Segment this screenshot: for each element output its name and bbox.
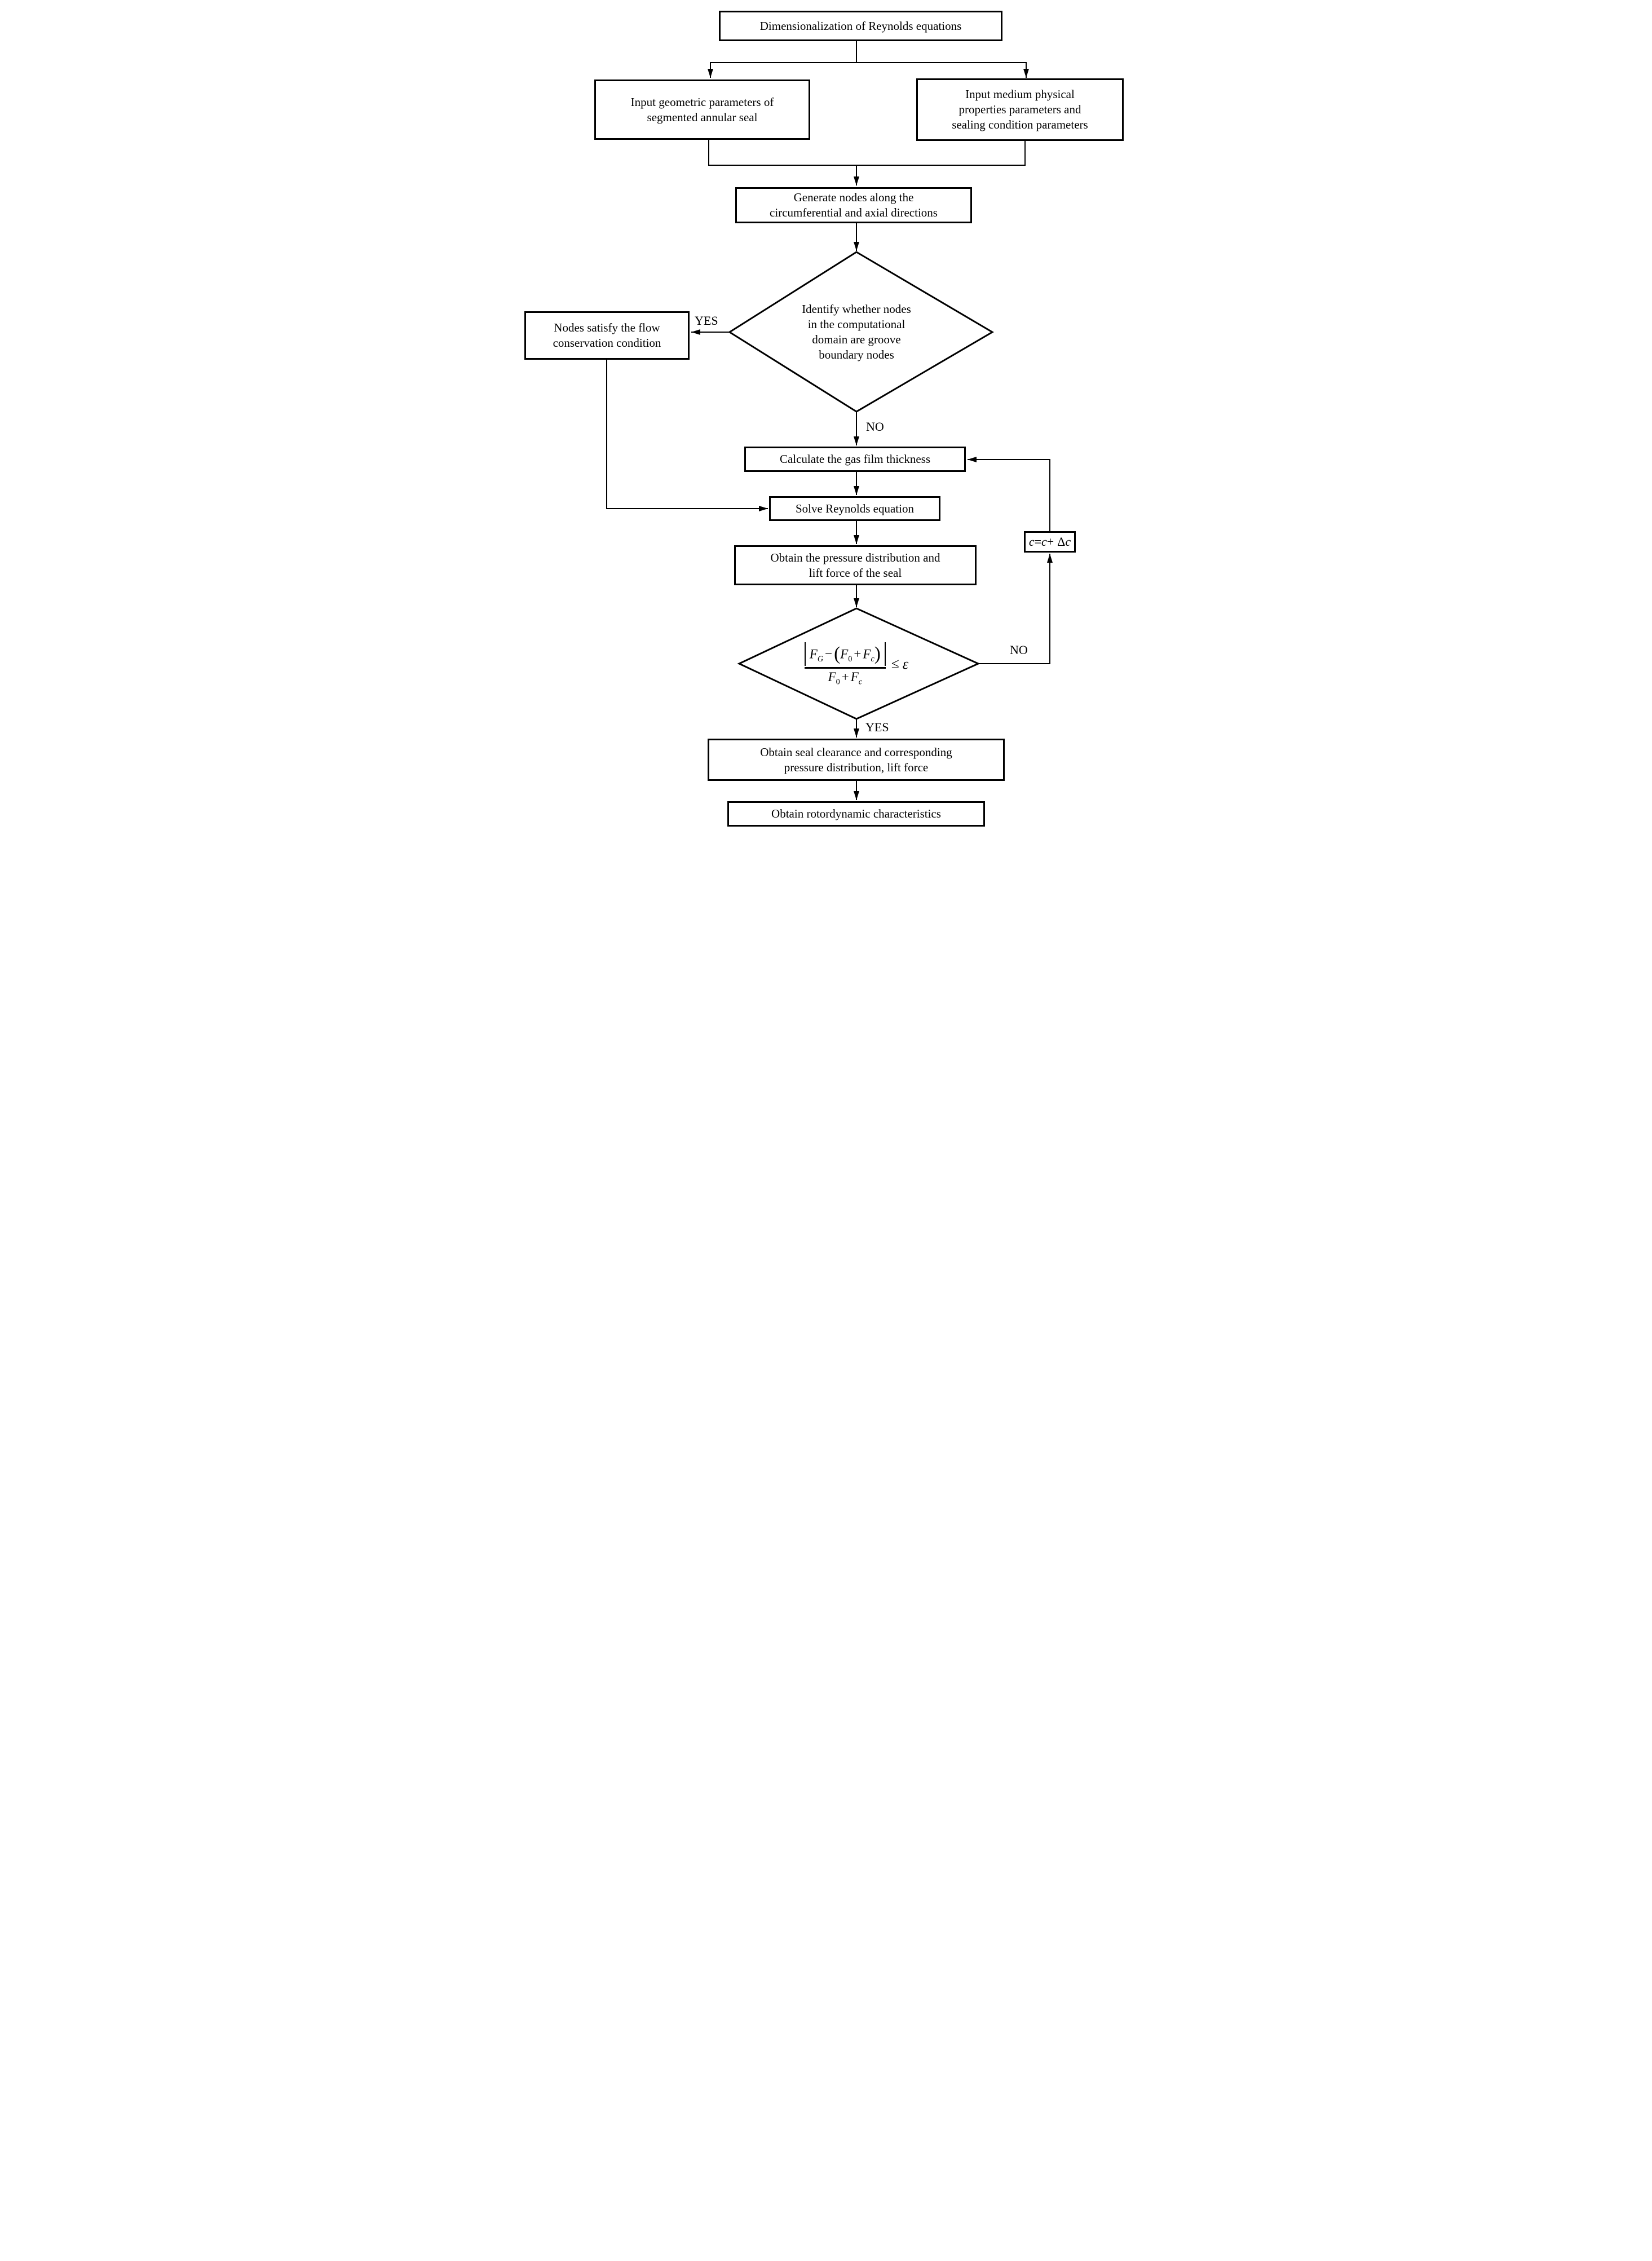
rotordynamic-box: Obtain rotordynamic characteristics [727, 801, 985, 827]
formula-Fc: F [863, 647, 871, 661]
groove-decision-line1: Identify whether nodes [802, 302, 911, 316]
flowchart-canvas: Dimensionalization of Reynolds equations… [516, 0, 1136, 849]
formula-Fc-sub: c [871, 654, 874, 664]
generate-nodes-line1: Generate nodes along the [793, 191, 914, 205]
solve-reynolds-label: Solve Reynolds equation [796, 501, 914, 515]
clearance-increment-expression: c=c+Δc [1029, 534, 1071, 550]
increment-c1: c [1028, 534, 1035, 549]
input-medium-box: Input medium physical properties paramet… [916, 78, 1124, 141]
formula-F0: F [840, 647, 849, 661]
formula-epsilon-glyph: ε [902, 655, 909, 672]
generate-nodes-line2: circumferential and axial directions [770, 206, 938, 219]
input-medium-line1: Input medium physical [965, 87, 1075, 101]
formula-den-F0: F [828, 670, 836, 684]
seal-clearance-line1: Obtain seal clearance and corresponding [760, 745, 952, 759]
flow-conservation-line1: Nodes satisfy the flow [554, 321, 660, 335]
input-geometric-line2: segmented annular seal [647, 110, 758, 124]
convergence-denominator: F0+Fc [824, 669, 867, 687]
increment-c2: c [1041, 534, 1047, 549]
formula-open-paren: ( [834, 643, 841, 664]
generate-nodes-box: Generate nodes along the circumferential… [735, 187, 972, 223]
input-medium-line3: sealing condition parameters [952, 117, 1088, 131]
formula-FG: F [809, 647, 818, 661]
groove-decision-diamond [728, 251, 994, 413]
formula-close-paren: ) [874, 643, 881, 664]
convergence-formula: FG−(F0+Fc) F0+Fc ≤ ε [789, 632, 924, 696]
formula-epsilon: ε [903, 655, 908, 673]
pressure-distribution-line1: Obtain the pressure distribution and [770, 550, 940, 564]
yes-label-convergence: YES [865, 720, 889, 734]
groove-decision-line2: in the computational [807, 317, 905, 332]
groove-decision-line3: domain are groove [812, 333, 901, 346]
pressure-distribution-box: Obtain the pressure distribution and lif… [734, 545, 977, 585]
edge-increment-to-calculate [968, 457, 1050, 532]
convergence-decision-diamond [737, 607, 980, 720]
convergence-fraction: FG−(F0+Fc) F0+Fc [804, 642, 886, 687]
formula-FG-sub: G [817, 654, 824, 664]
formula-den-Fc: F [850, 670, 859, 684]
formula-F0-sub: 0 [848, 654, 852, 664]
groove-decision-text: Identify whether nodes in the computatio… [775, 300, 938, 364]
calculate-film-thickness-label: Calculate the gas film thickness [779, 452, 931, 466]
calculate-film-thickness-box: Calculate the gas film thickness [744, 447, 966, 472]
rotordynamic-label: Obtain rotordynamic characteristics [771, 807, 941, 821]
seal-clearance-box: Obtain seal clearance and corresponding … [708, 739, 1005, 781]
flow-conservation-line2: conservation condition [553, 336, 661, 350]
start-box: Dimensionalization of Reynolds equations [719, 11, 1002, 41]
start-label: Dimensionalization of Reynolds equations [759, 19, 962, 33]
connector-layer [606, 41, 1053, 800]
pressure-distribution-line2: lift force of the seal [809, 566, 902, 580]
formula-den-Fc-sub: c [858, 677, 863, 687]
formula-minus: − [825, 647, 833, 661]
formula-den-F0-sub: 0 [836, 677, 840, 687]
convergence-numerator: FG−(F0+Fc) [804, 642, 886, 666]
input-geometric-box: Input geometric parameters of segmented … [594, 80, 810, 140]
formula-den-plus: + [841, 670, 849, 684]
input-medium-line2: properties parameters and [958, 103, 1081, 117]
formula-leq: ≤ [891, 655, 899, 672]
no-label-groove: NO [866, 419, 884, 434]
edge-no-to-increment [978, 554, 1053, 664]
formula-plus: + [854, 647, 862, 661]
solve-reynolds-box: Solve Reynolds equation [769, 496, 940, 521]
clearance-increment-box: c=c+Δc [1024, 531, 1076, 553]
increment-delta: Δ [1057, 534, 1066, 549]
seal-clearance-line2: pressure distribution, lift force [784, 760, 929, 774]
edge-conservation-to-solve [606, 359, 768, 511]
no-label-convergence: NO [1010, 643, 1028, 657]
fraction-rule [804, 667, 886, 669]
groove-decision-line4: boundary nodes [819, 347, 894, 361]
increment-plus: + [1046, 534, 1054, 549]
increment-equals: = [1034, 534, 1042, 549]
input-geometric-line1: Input geometric parameters of [630, 95, 774, 109]
yes-label-groove: YES [695, 313, 718, 328]
increment-c3: c [1065, 534, 1071, 549]
flow-conservation-box: Nodes satisfy the flow conservation cond… [524, 311, 690, 360]
